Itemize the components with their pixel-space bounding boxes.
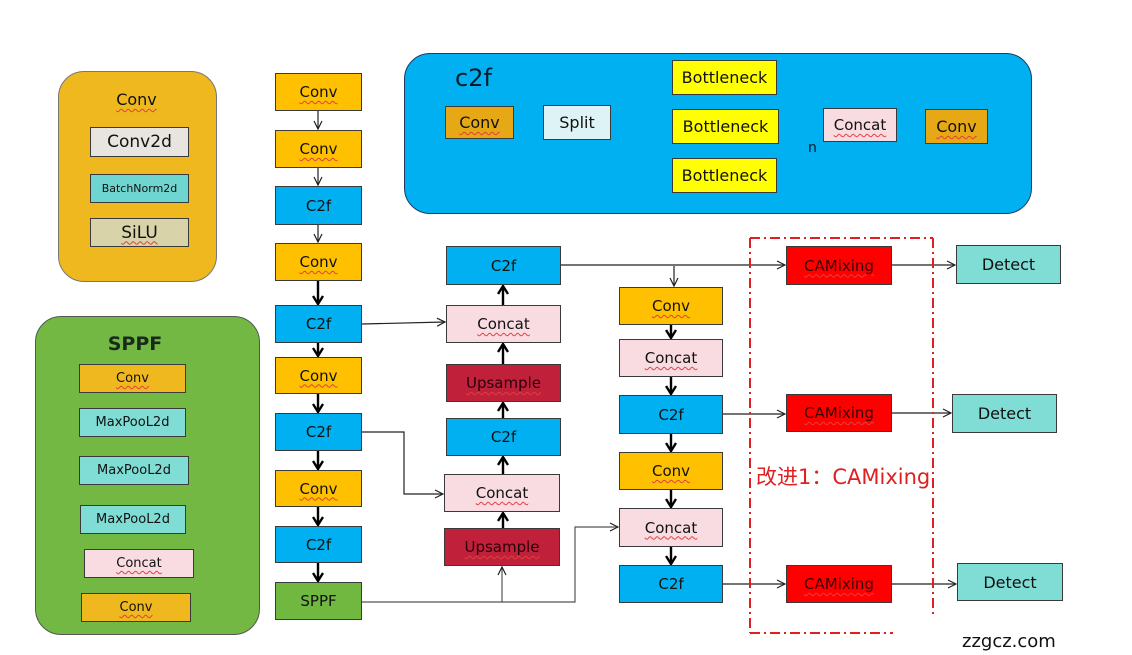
batchnorm2d-block[interactable]: BatchNorm2d: [90, 174, 189, 203]
backbone-conv-4[interactable]: Conv: [275, 357, 362, 394]
neck-up-upsample-1[interactable]: Upsample: [446, 364, 561, 402]
neck-down-concat-1[interactable]: Concat: [619, 339, 723, 377]
c2f2-to-concat1: [361, 322, 445, 324]
camixing-block-3[interactable]: CAMixing: [786, 565, 892, 603]
backbone-c2f-4[interactable]: C2f: [275, 526, 362, 563]
sppf-maxpool-2[interactable]: MaxPooL2d: [79, 456, 189, 485]
neck-up-c2f-mid[interactable]: C2f: [446, 418, 561, 456]
neck-down-concat-2[interactable]: Concat: [619, 508, 723, 547]
watermark: zzgcz.com: [962, 631, 1056, 652]
sppf-maxpool-3[interactable]: MaxPooL2d: [80, 505, 186, 534]
c2f-conv-in[interactable]: Conv: [445, 106, 514, 139]
conv-module-title: Conv: [116, 90, 157, 109]
neck-up-upsample-2[interactable]: Upsample: [444, 528, 560, 566]
backbone-conv-2[interactable]: Conv: [275, 130, 362, 168]
silu-block[interactable]: SiLU: [90, 218, 189, 247]
sppf-maxpool-1[interactable]: MaxPooL2d: [79, 408, 186, 437]
backbone-conv-5[interactable]: Conv: [275, 470, 362, 507]
neck-down-c2f-2[interactable]: C2f: [619, 565, 723, 603]
c2f-n-label: n: [808, 140, 817, 156]
detect-head-2[interactable]: Detect: [952, 394, 1057, 433]
sppf-to-concat-down: [362, 527, 618, 603]
backbone-conv-1[interactable]: Conv: [275, 73, 362, 111]
sppf-conv-in[interactable]: Conv: [79, 364, 186, 393]
sppf-concat[interactable]: Concat: [84, 549, 194, 578]
c2f-split[interactable]: Split: [543, 105, 611, 140]
neck-down-c2f-1[interactable]: C2f: [619, 395, 723, 434]
neck-up-c2f-top[interactable]: C2f: [446, 246, 561, 285]
c2f3-to-concat2: [362, 431, 443, 494]
neck-down-conv-1[interactable]: Conv: [619, 287, 723, 325]
backbone-c2f-1[interactable]: C2f: [275, 186, 362, 225]
c2f-bottleneck-top[interactable]: Bottleneck: [672, 60, 777, 95]
camixing-block-1[interactable]: CAMixing: [786, 246, 892, 285]
backbone-conv-3[interactable]: Conv: [275, 243, 362, 281]
neck-up-concat-2[interactable]: Concat: [444, 474, 560, 512]
c2f-module-title: c2f: [455, 64, 492, 92]
c2f-bottleneck-bottom[interactable]: Bottleneck: [672, 158, 777, 193]
c2f-concat[interactable]: Concat: [823, 108, 897, 142]
c2f-conv-out[interactable]: Conv: [925, 109, 988, 144]
neck-up-concat-1[interactable]: Concat: [446, 305, 561, 343]
backbone-sppf[interactable]: SPPF: [275, 582, 362, 620]
sppf-module-title: SPPF: [107, 333, 163, 355]
neck-down-conv-2[interactable]: Conv: [619, 452, 723, 490]
c2f-bottleneck-mid[interactable]: Bottleneck: [672, 109, 779, 144]
camixing-block-2[interactable]: CAMixing: [786, 394, 892, 432]
backbone-c2f-3[interactable]: C2f: [275, 413, 362, 451]
detect-head-1[interactable]: Detect: [956, 245, 1061, 284]
conv2d-block[interactable]: Conv2d: [90, 127, 189, 157]
sppf-conv-out[interactable]: Conv: [81, 593, 191, 622]
improvement-label: 改进1：CAMixing: [756, 465, 931, 489]
backbone-c2f-2[interactable]: C2f: [275, 305, 362, 343]
detect-head-3[interactable]: Detect: [957, 563, 1063, 601]
